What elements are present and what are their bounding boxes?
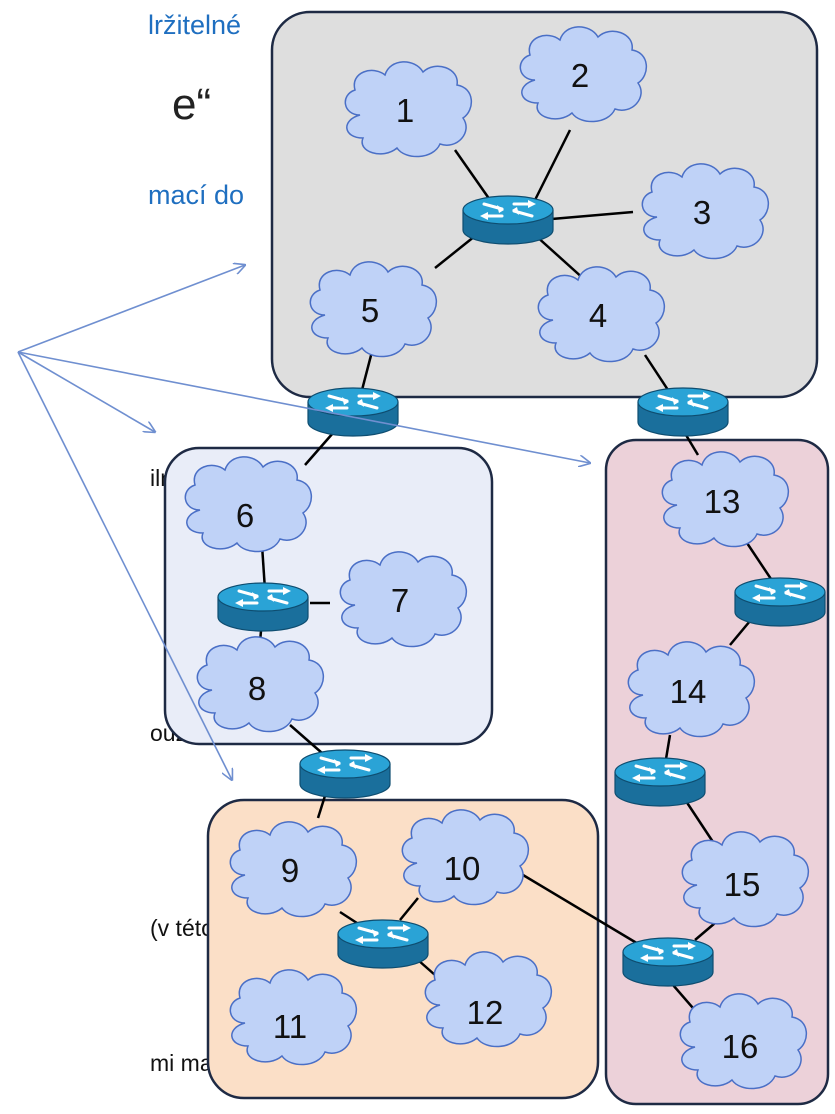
network-label-9: 9 (281, 852, 299, 889)
callout-arrows (17, 265, 590, 780)
network-label-10: 10 (444, 850, 481, 887)
network-label-13: 13 (704, 483, 741, 520)
network-label-2: 2 (571, 57, 589, 94)
network-label-7: 7 (391, 582, 409, 619)
network-label-8: 8 (248, 670, 266, 707)
network-label-16: 16 (722, 1028, 759, 1065)
network-label-3: 3 (693, 194, 711, 231)
router-icon (216, 581, 310, 633)
heading-fragment-3: mací do (148, 180, 245, 210)
router-icon (298, 748, 392, 800)
router-icon (613, 756, 707, 808)
network-label-4: 4 (589, 297, 607, 334)
router-icon (733, 576, 827, 628)
heading-fragment-2: e“ (172, 80, 212, 129)
router-icon (636, 386, 730, 438)
heading-fragment-1: lržitelné (148, 10, 242, 40)
network-label-11: 11 (273, 1008, 307, 1045)
network-label-1: 1 (396, 92, 414, 129)
network-label-14: 14 (670, 673, 707, 710)
body-fragment-3: (v této (150, 915, 214, 941)
router-icon (621, 936, 715, 988)
network-label-12: 12 (467, 994, 504, 1031)
router-icon (461, 194, 555, 246)
network-label-6: 6 (236, 497, 254, 534)
router-icon (336, 918, 430, 970)
router-icon (306, 386, 400, 438)
network-label-5: 5 (361, 292, 379, 329)
network-label-15: 15 (724, 866, 761, 903)
